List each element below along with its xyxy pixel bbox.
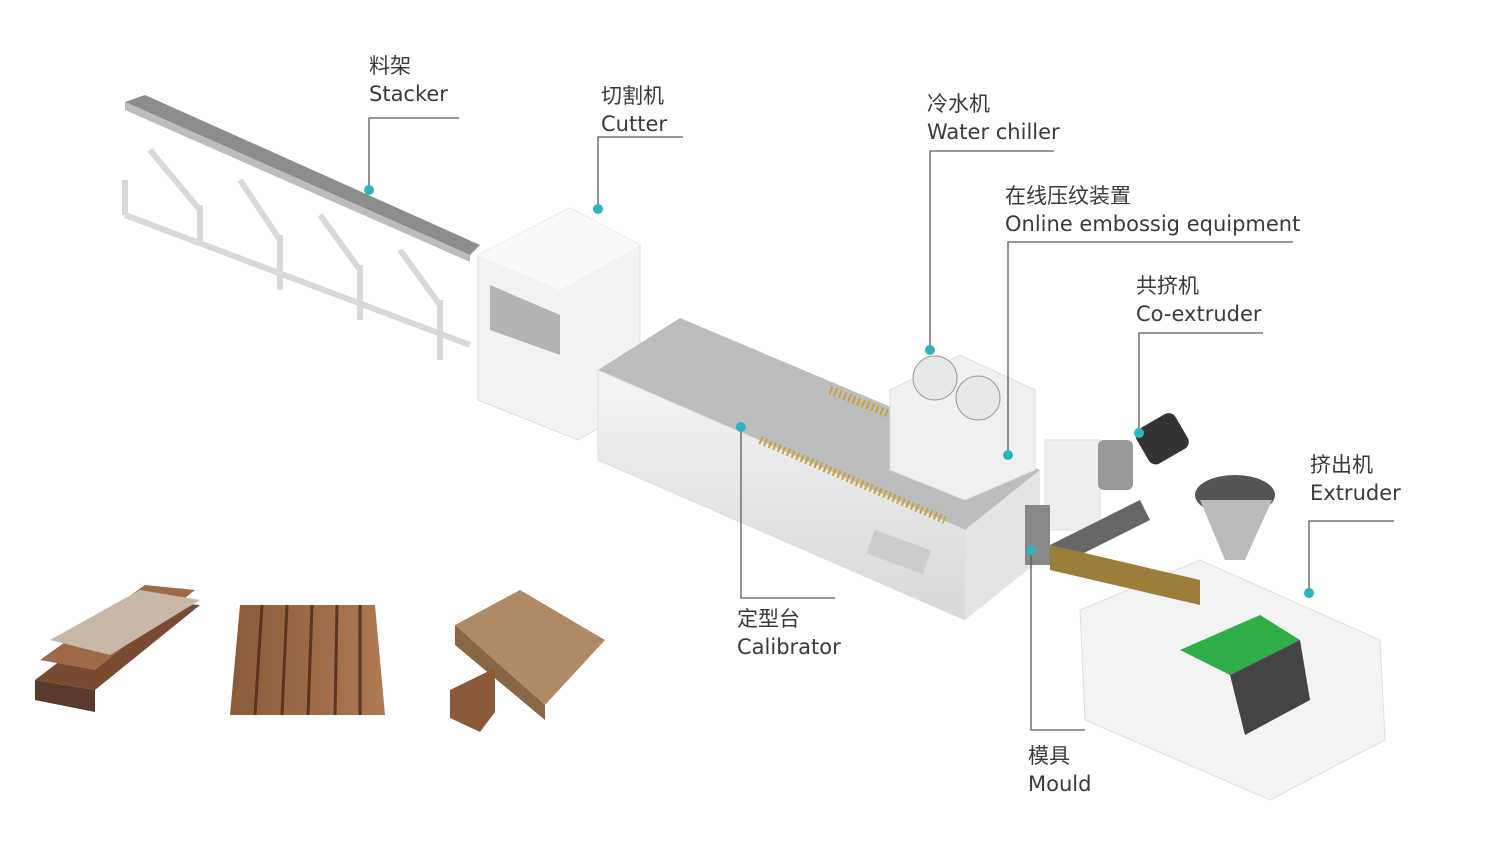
leader-lines [368, 117, 1394, 731]
label-zh: 模具 [1028, 744, 1070, 768]
label-embossing: 在线压纹装置 Online embossig equipment [1005, 182, 1300, 238]
label-zh: 料架 [369, 54, 411, 78]
label-en: Extruder [1310, 481, 1401, 505]
label-cutter: 切割机 Cutter [601, 82, 667, 138]
label-calibrator: 定型台 Calibrator [737, 605, 841, 661]
product-wall-panel [230, 604, 385, 716]
label-en: Calibrator [737, 635, 841, 659]
label-zh: 在线压纹装置 [1005, 184, 1131, 208]
callout-dots [364, 185, 1314, 598]
label-en: Online embossig equipment [1005, 212, 1301, 236]
label-co-extruder: 共挤机 Co-extruder [1136, 272, 1262, 328]
water-chiller-machine [889, 354, 1036, 501]
label-zh: 挤出机 [1310, 453, 1373, 477]
product-hollow-decking-stack [35, 585, 200, 712]
label-zh: 切割机 [601, 84, 664, 108]
label-mould: 模具 Mould [1028, 742, 1091, 798]
label-en: Water chiller [927, 120, 1060, 144]
label-extruder: 挤出机 Extruder [1310, 451, 1401, 507]
stacker-machine [122, 95, 480, 360]
mould-and-coextruder [1025, 413, 1189, 565]
extruder-machine [1050, 475, 1386, 801]
label-en: Mould [1028, 772, 1092, 796]
label-en: Co-extruder [1136, 302, 1262, 326]
label-en: Cutter [601, 112, 667, 136]
label-stacker: 料架 Stacker [369, 52, 448, 108]
product-samples [35, 585, 605, 732]
product-decking-board [450, 590, 605, 732]
label-zh: 冷水机 [927, 92, 990, 116]
label-zh: 共挤机 [1136, 274, 1199, 298]
label-water-chiller: 冷水机 Water chiller [927, 90, 1060, 146]
label-zh: 定型台 [737, 607, 800, 631]
label-en: Stacker [369, 82, 448, 106]
